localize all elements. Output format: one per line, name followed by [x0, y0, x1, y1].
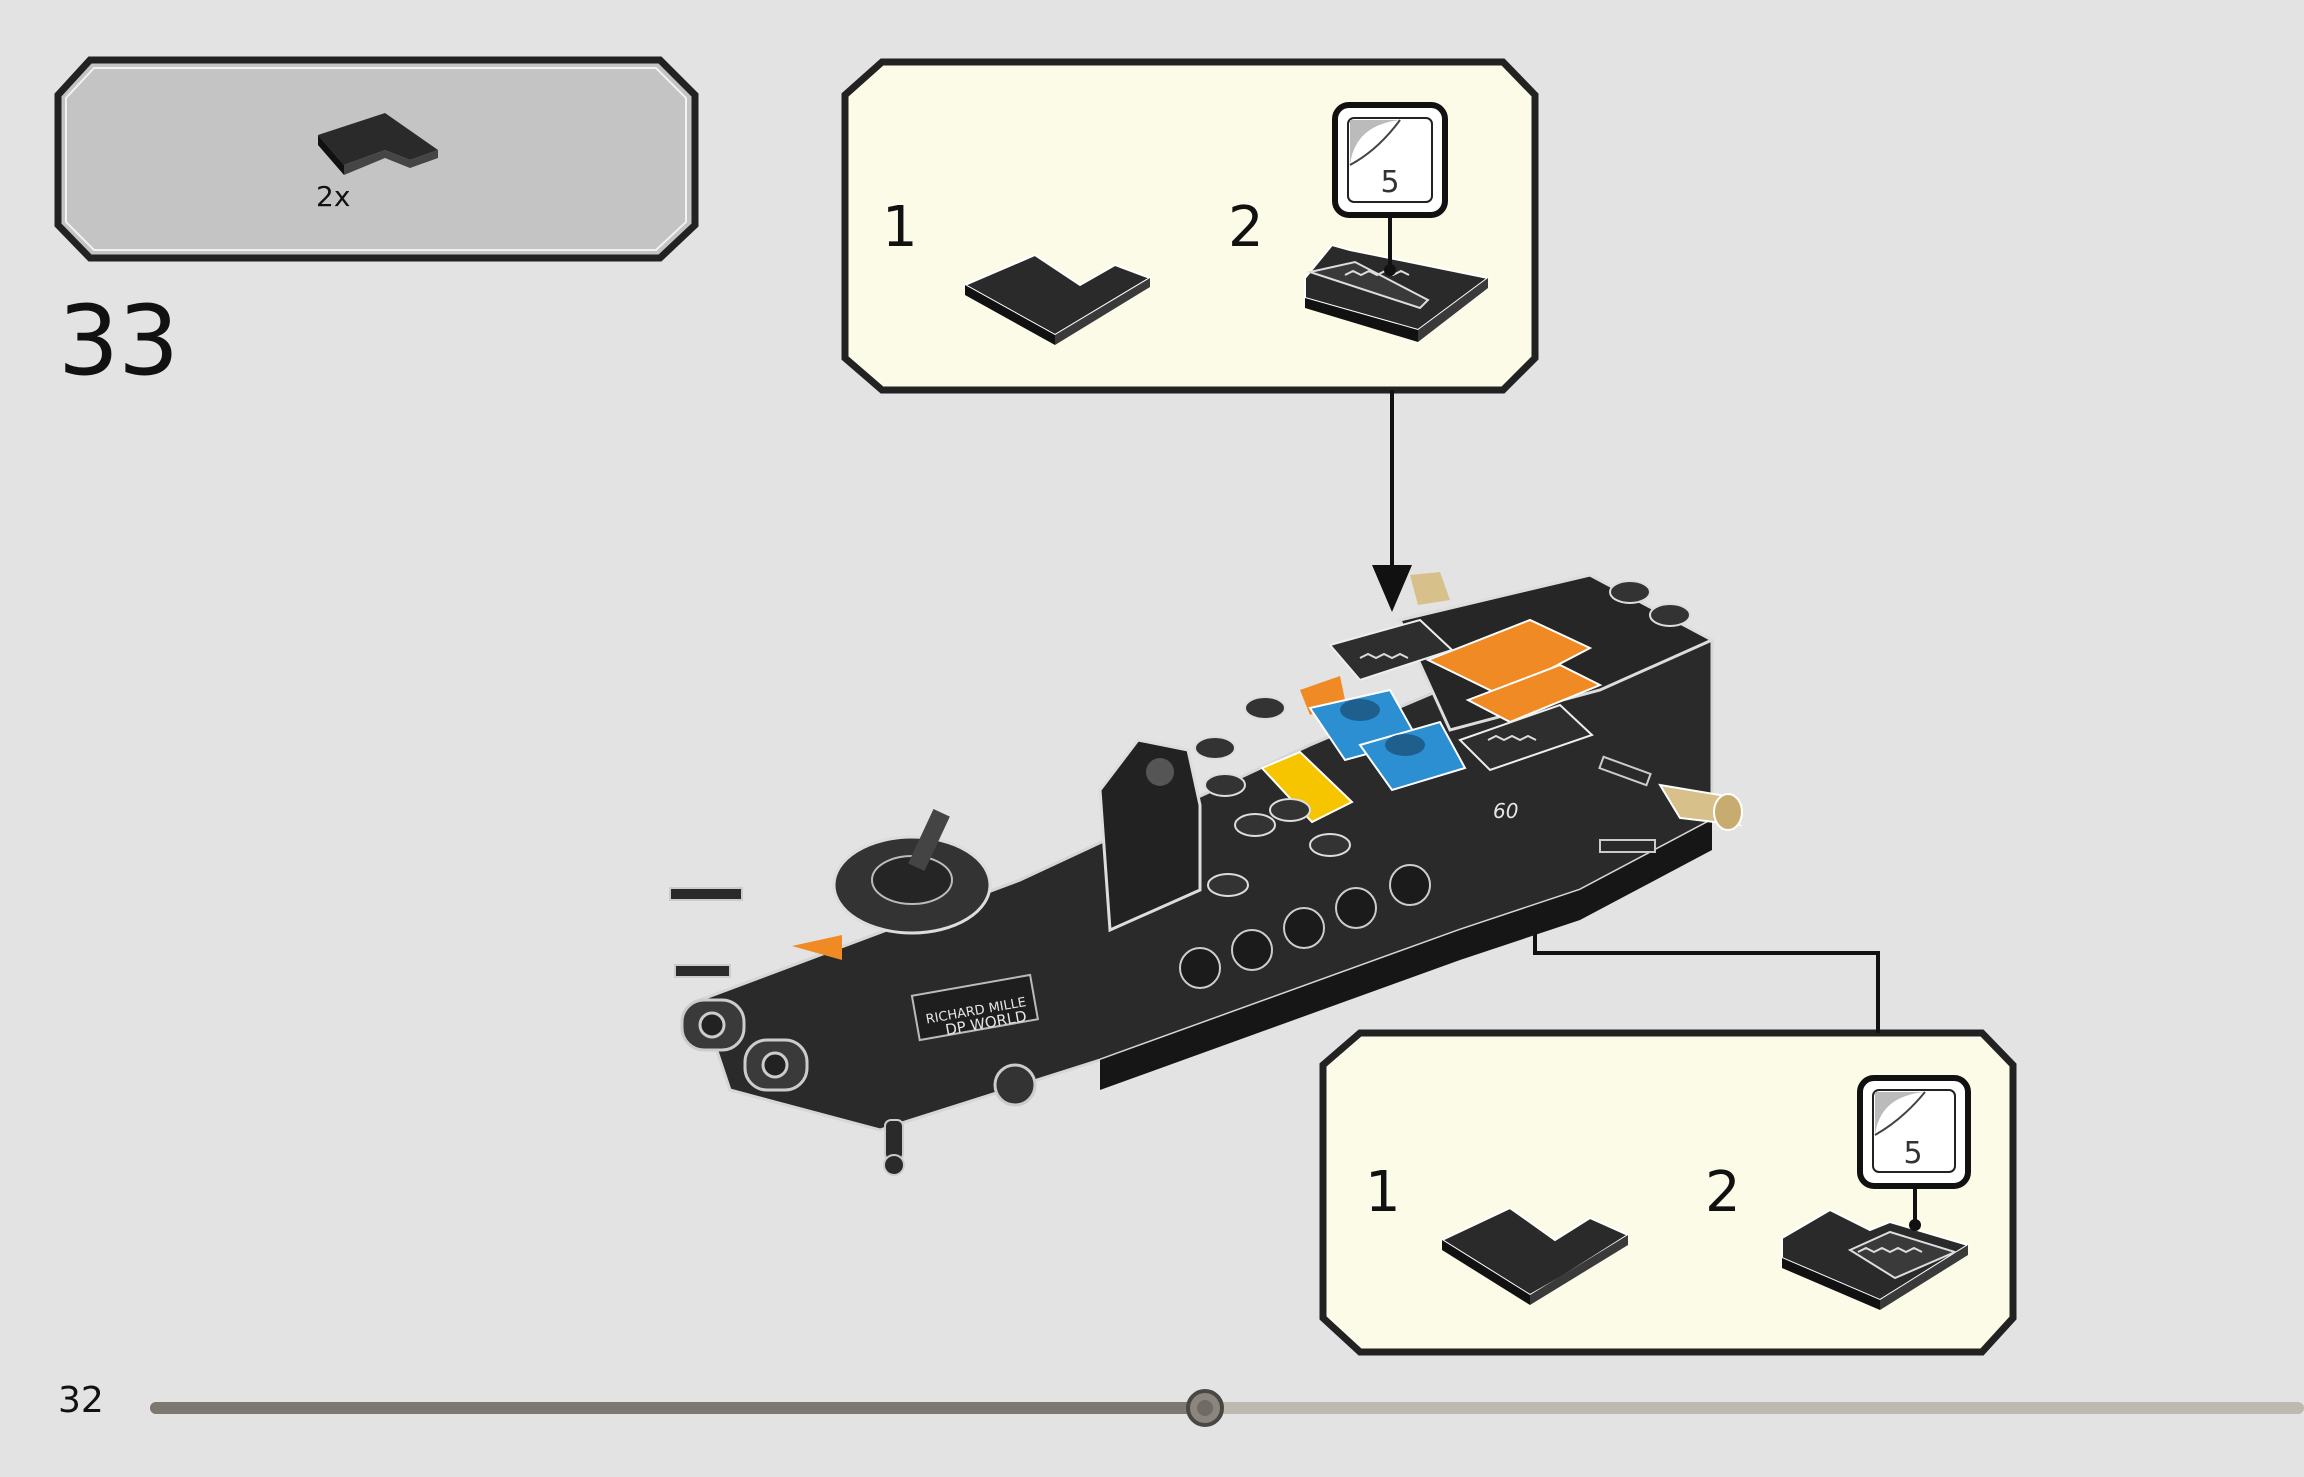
top-callout-tile-1 — [962, 253, 1153, 345]
progress-knob[interactable] — [1186, 1389, 1224, 1427]
bottom-callout-tile-1 — [1439, 1206, 1631, 1305]
step-number: 33 — [58, 285, 179, 397]
progress-fill — [150, 1402, 1205, 1414]
top-callout-tile-2 — [1304, 243, 1491, 342]
top-callout-substep-1-label: 1 — [882, 195, 918, 260]
top-callout-sticker-number: 5 — [1380, 165, 1400, 200]
top-callout-sticker-icon — [1332, 102, 1448, 218]
bottom-callout-sticker-leader — [1909, 1183, 1921, 1231]
bottom-callout-sticker-number: 5 — [1903, 1136, 1923, 1171]
bottom-callout-substep-2-label: 2 — [1705, 1160, 1741, 1225]
model-text-race-number: 60 — [1493, 799, 1518, 823]
car-chassis-model — [669, 572, 1743, 1176]
top-callout-arrow — [1372, 390, 1412, 612]
parts-list-quantity: 2x — [316, 180, 351, 213]
page-number: 32 — [58, 1380, 104, 1421]
bottom-callout-substep-1-label: 1 — [1365, 1160, 1401, 1225]
top-callout-sticker-leader — [1384, 212, 1396, 276]
bottom-callout-sticker-icon — [1857, 1075, 1971, 1189]
top-callout-substep-2-label: 2 — [1228, 195, 1264, 260]
bottom-callout-tile-2 — [1781, 1208, 1971, 1310]
parts-list-l-tile — [318, 113, 438, 175]
